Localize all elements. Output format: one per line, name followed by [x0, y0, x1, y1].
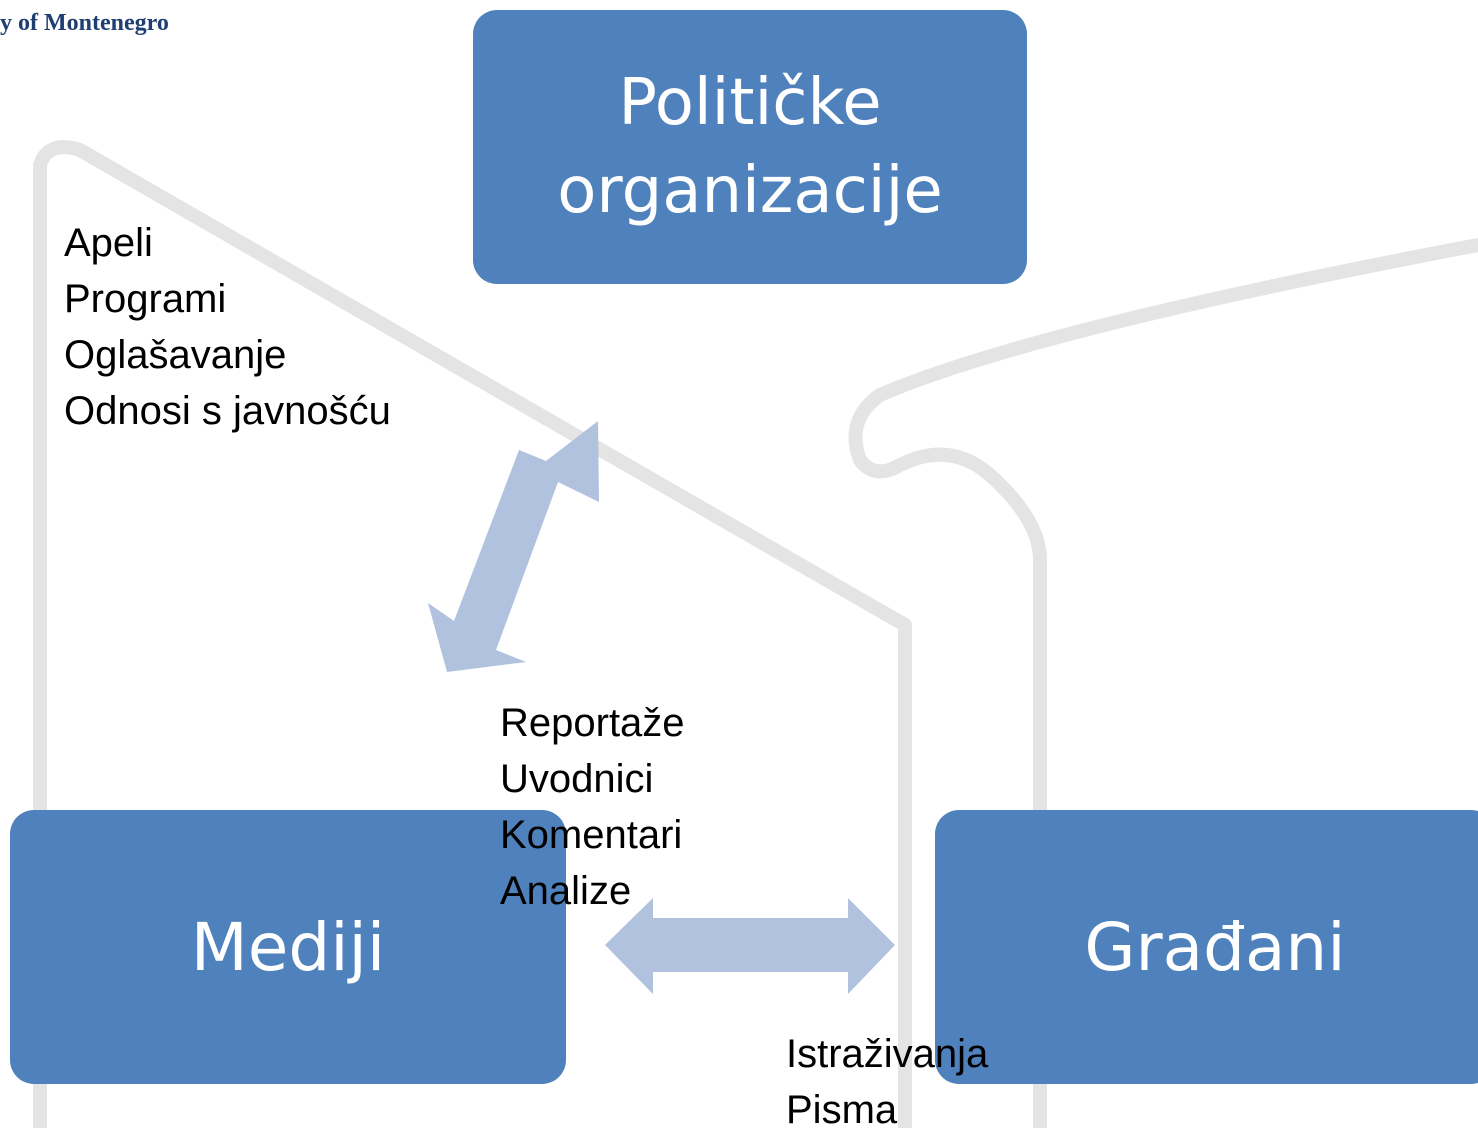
list-item: Analize — [500, 869, 632, 913]
list-item: Odnosi s javnošću — [64, 389, 391, 433]
citizens-to-media-list: Istraživanja Pisma — [786, 1026, 988, 1138]
media-node: Mediji — [10, 810, 566, 1084]
list-item: Reportaže — [500, 701, 685, 745]
double-arrow-diagonal — [428, 421, 599, 672]
citizens-node: Građani — [935, 810, 1478, 1084]
logo-text: y of Montenegro — [0, 10, 169, 36]
politics-to-media-list: Apeli Programi Oglašavanje Odnosi s javn… — [64, 215, 391, 439]
list-item: Istraživanja — [786, 1032, 989, 1076]
double-arrow-horizontal — [605, 898, 895, 994]
node-top-line1: Političke — [618, 66, 882, 140]
list-item: Pisma — [786, 1088, 898, 1132]
list-item: Apeli — [64, 221, 153, 265]
list-item: Oglašavanje — [64, 333, 287, 377]
media-label: Mediji — [190, 908, 386, 986]
political-organizations-label: Političke organizacije — [557, 59, 942, 235]
political-organizations-node: Političke organizacije — [473, 10, 1027, 284]
list-item: Uvodnici — [500, 757, 654, 801]
node-top-line2: organizacije — [557, 154, 943, 228]
media-to-citizens-list: Reportaže Uvodnici Komentari Analize — [500, 695, 685, 919]
list-item: Programi — [64, 277, 227, 321]
list-item: Komentari — [500, 813, 683, 857]
citizens-label: Građani — [1084, 908, 1346, 986]
